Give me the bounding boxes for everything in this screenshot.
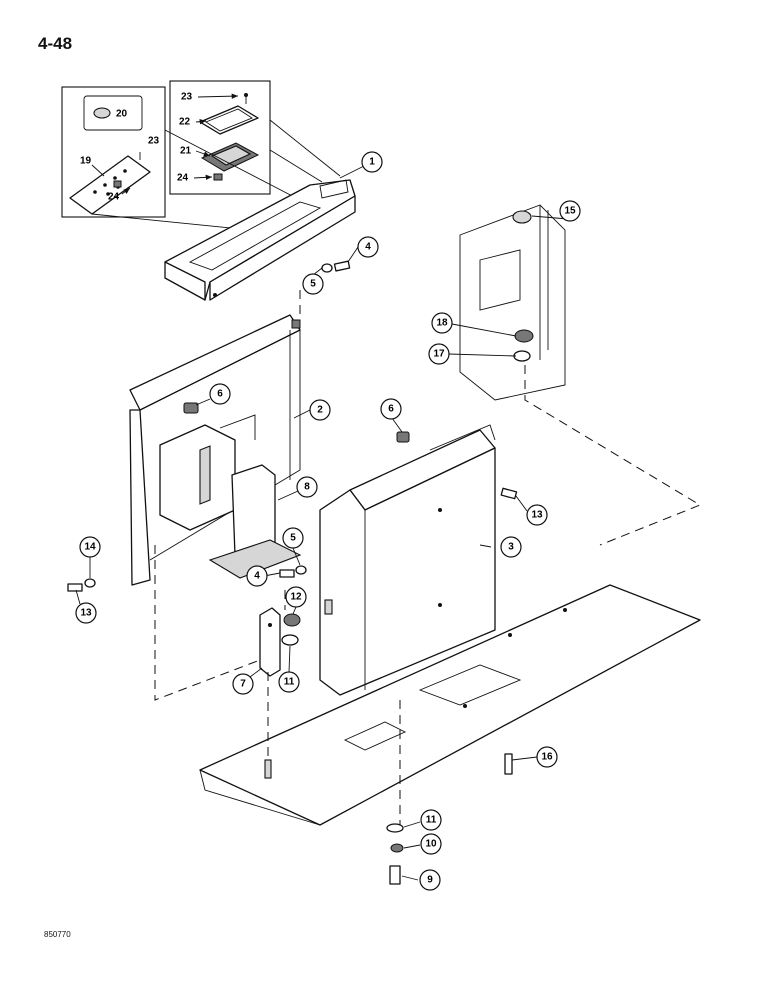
bolt-part-13-right <box>500 487 518 500</box>
bolt-washer-group-upper <box>321 260 351 273</box>
callout-18: 18 <box>431 312 453 334</box>
washer-part-11-lower <box>386 823 404 833</box>
nut-part-24 <box>213 173 223 181</box>
inset-label-21: 21 <box>180 146 211 157</box>
callout-9: 9 <box>419 869 441 891</box>
callout-12: 12 <box>285 586 307 608</box>
bolt-washer-group-left <box>67 578 96 592</box>
svg-text:15: 15 <box>564 206 576 217</box>
callout-4-lower: 4 <box>246 565 268 587</box>
callout-14: 14 <box>79 536 101 558</box>
console-part-1 <box>164 179 356 301</box>
inset-right-detail <box>169 80 271 195</box>
callout-5-lower: 5 <box>282 527 304 549</box>
inset-label-19: 19 <box>80 156 105 177</box>
washer-part-11-upper <box>281 634 299 646</box>
svg-text:3: 3 <box>508 542 514 553</box>
callout-2: 2 <box>309 399 331 421</box>
plug-part-20 <box>93 107 111 119</box>
callout-10: 10 <box>420 833 442 855</box>
callout-13-left: 13 <box>75 602 97 624</box>
svg-text:10: 10 <box>425 839 437 850</box>
module-part-15 <box>459 204 566 401</box>
inset-label-24-right: 24 <box>177 173 213 184</box>
bracket-assembly <box>159 414 302 579</box>
svg-text:21: 21 <box>180 146 192 157</box>
callout-17: 17 <box>428 343 450 365</box>
washer-part-17 <box>513 350 531 362</box>
washer-part-10 <box>390 843 404 853</box>
svg-text:13: 13 <box>80 608 92 619</box>
svg-text:17: 17 <box>433 349 445 360</box>
callout-1: 1 <box>361 151 383 173</box>
floor-plate <box>199 584 701 826</box>
bolt-part-16 <box>504 753 513 775</box>
svg-text:23: 23 <box>181 92 193 103</box>
bolt-washer-group-lower <box>279 565 307 578</box>
svg-text:8: 8 <box>304 482 310 493</box>
callout-4-upper: 4 <box>357 236 379 258</box>
svg-text:9: 9 <box>427 875 433 886</box>
nut-part-18 <box>514 329 534 343</box>
clip-part-6-left <box>183 402 199 414</box>
inset-label-20: 20 <box>116 109 128 120</box>
svg-text:5: 5 <box>310 279 316 290</box>
svg-text:11: 11 <box>284 677 295 688</box>
svg-text:18: 18 <box>436 318 448 329</box>
svg-text:24: 24 <box>177 173 189 184</box>
callout-13-right: 13 <box>526 504 548 526</box>
svg-text:14: 14 <box>84 542 96 553</box>
plate-part-19 <box>69 155 151 215</box>
inset-label-24-left: 24 <box>108 187 131 203</box>
callout-11-upper: 11 <box>278 671 300 693</box>
callout-3: 3 <box>500 536 522 558</box>
svg-text:2: 2 <box>317 405 323 416</box>
bolt-part-9 <box>389 865 401 885</box>
svg-text:16: 16 <box>541 752 553 763</box>
panel-part-3 <box>319 424 496 696</box>
figure-id: 850770 <box>44 930 71 939</box>
svg-text:13: 13 <box>531 510 543 521</box>
inset-label-23-left: 23 <box>148 136 160 147</box>
callout-15: 15 <box>559 200 581 222</box>
inset-label-23-right: 23 <box>181 92 239 103</box>
svg-text:20: 20 <box>116 109 128 120</box>
panel-part-2 <box>129 314 301 586</box>
svg-text:7: 7 <box>240 679 246 690</box>
bracket-part-7 <box>259 607 281 677</box>
clip-part-6-right <box>396 431 410 443</box>
callout-16: 16 <box>536 746 558 768</box>
svg-text:12: 12 <box>290 592 302 603</box>
svg-text:6: 6 <box>388 404 394 415</box>
callout-8: 8 <box>296 476 318 498</box>
svg-text:24: 24 <box>108 192 120 203</box>
callout-5-upper: 5 <box>302 273 324 295</box>
svg-text:4: 4 <box>365 242 371 253</box>
alignment-lines <box>154 290 702 825</box>
svg-text:1: 1 <box>369 157 375 168</box>
inset-label-22: 22 <box>179 117 207 128</box>
callout-7: 7 <box>232 673 254 695</box>
svg-text:6: 6 <box>217 389 223 400</box>
svg-text:22: 22 <box>179 117 191 128</box>
inset-left-detail <box>61 86 166 218</box>
svg-text:4: 4 <box>254 571 260 582</box>
stud-left <box>264 759 272 779</box>
svg-text:19: 19 <box>80 156 92 167</box>
callout-11-lower: 11 <box>420 809 442 831</box>
callout-6-right: 6 <box>380 398 402 420</box>
page-number: 4-48 <box>38 34 73 53</box>
svg-text:23: 23 <box>148 136 160 147</box>
nut-part-12 <box>283 613 301 627</box>
svg-text:5: 5 <box>290 533 296 544</box>
callout-6-left: 6 <box>209 383 231 405</box>
svg-text:11: 11 <box>426 815 437 826</box>
